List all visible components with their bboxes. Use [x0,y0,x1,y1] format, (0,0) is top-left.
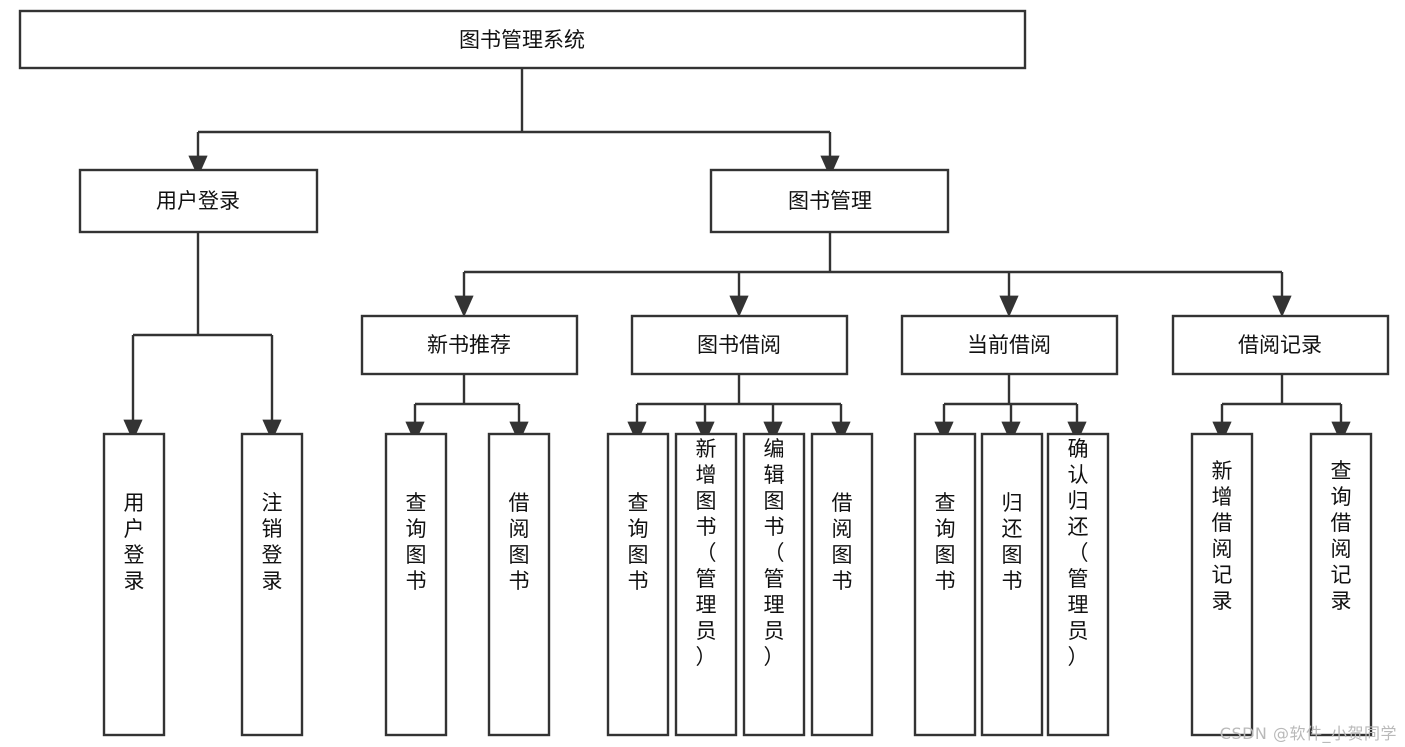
node-leaf-borrow-book-1[interactable]: 借阅图书 [487,432,551,737]
node-current-borrow-box[interactable] [900,314,1119,376]
node-borrow-record[interactable]: 借阅记录 [1171,314,1390,376]
node-leaf-return-book-box[interactable] [980,432,1044,737]
node-leaf-add-book-box[interactable] [674,432,738,737]
node-leaf-query-book-3-label: 查询图书 [935,491,956,593]
node-leaf-logout-login-box[interactable] [240,432,304,737]
node-leaf-user-login[interactable]: 用户登录 [102,432,166,737]
node-leaf-logout-login[interactable]: 注销登录 [240,432,304,737]
node-new-book-recommend[interactable]: 新书推荐 [360,314,579,376]
node-leaf-return-book[interactable]: 归还图书 [980,432,1044,737]
node-leaf-user-login-label: 用户登录 [124,491,145,593]
node-borrow-record-box[interactable] [1171,314,1390,376]
node-leaf-confirm-return[interactable]: 确认归还（管理员） [1046,432,1110,737]
node-leaf-borrow-book-2-box[interactable] [810,432,874,737]
node-new-book-recommend-box[interactable] [360,314,579,376]
node-leaf-logout-login-label: 注销登录 [262,491,283,593]
node-leaf-edit-book-box[interactable] [742,432,806,737]
connector-group-borrow-record [1212,374,1351,444]
connector-group-book-management [454,232,1292,318]
node-leaf-query-book-3[interactable]: 查询图书 [913,432,977,737]
node-leaf-borrow-book-2[interactable]: 借阅图书 [810,432,874,737]
node-leaf-query-record-box[interactable] [1309,432,1373,737]
node-leaf-query-book-2[interactable]: 查询图书 [606,432,670,737]
node-leaf-query-book-1-label: 查询图书 [406,491,427,593]
node-root-label: 图书管理系统 [459,28,585,52]
node-leaf-query-book-2-label: 查询图书 [628,491,649,593]
node-book-borrow-box[interactable] [630,314,849,376]
node-current-borrow[interactable]: 当前借阅 [900,314,1119,376]
node-leaf-confirm-return-box[interactable] [1046,432,1110,737]
node-leaf-query-book-1[interactable]: 查询图书 [384,432,448,737]
node-leaf-query-book-3-box[interactable] [913,432,977,737]
node-borrow-record-label: 借阅记录 [1238,333,1322,357]
node-user-login-label: 用户登录 [156,189,240,213]
node-book-borrow[interactable]: 图书借阅 [630,314,849,376]
node-leaf-return-book-label: 归还图书 [1002,491,1023,593]
connector-group-root [188,68,840,178]
connector-group-book-borrow [627,374,851,444]
node-root[interactable]: 图书管理系统 [18,9,1027,70]
connector-group-new-book-recommend [405,374,529,444]
node-leaf-edit-book-label: 编辑图书（管理员） [764,437,785,669]
node-book-management-box[interactable] [709,168,950,234]
node-book-management-label: 图书管理 [788,189,872,213]
node-current-borrow-label: 当前借阅 [967,333,1051,357]
node-leaf-add-record[interactable]: 新增借阅记录 [1190,432,1254,737]
node-leaf-borrow-book-1-label: 借阅图书 [509,491,530,593]
csdn-watermark: CSDN @软件_小贺同学 [1219,724,1397,743]
node-user-login[interactable]: 用户登录 [78,168,319,234]
node-leaf-query-book-2-box[interactable] [606,432,670,737]
node-leaf-add-record-label: 新增借阅记录 [1212,459,1233,613]
node-new-book-recommend-label: 新书推荐 [427,333,511,357]
node-user-login-box[interactable] [78,168,319,234]
node-leaf-borrow-book-1-box[interactable] [487,432,551,737]
node-leaf-confirm-return-label: 确认归还（管理员） [1068,437,1089,669]
node-root-box[interactable] [18,9,1027,70]
node-book-borrow-label: 图书借阅 [697,333,781,357]
node-leaf-query-record[interactable]: 查询借阅记录 [1309,432,1373,737]
node-leaf-user-login-box[interactable] [102,432,166,737]
node-leaf-query-book-1-box[interactable] [384,432,448,737]
connector-group-current-borrow [934,374,1087,444]
node-leaf-query-record-label: 查询借阅记录 [1331,459,1352,613]
node-leaf-add-book[interactable]: 新增图书（管理员） [674,432,738,737]
connector-group-user-login [123,232,282,442]
node-leaf-edit-book[interactable]: 编辑图书（管理员） [742,432,806,737]
node-leaf-add-record-box[interactable] [1190,432,1254,737]
node-leaf-borrow-book-2-label: 借阅图书 [832,491,853,593]
node-book-management[interactable]: 图书管理 [709,168,950,234]
node-leaf-add-book-label: 新增图书（管理员） [696,437,717,669]
